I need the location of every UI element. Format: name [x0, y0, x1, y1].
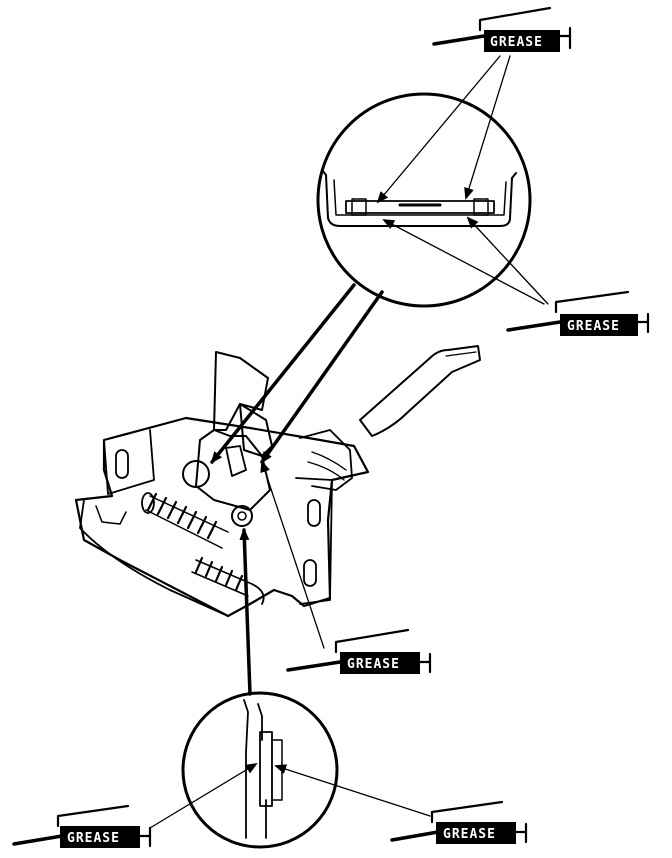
upper-spring	[146, 492, 218, 540]
bottom-detail-view	[181, 691, 339, 849]
pivot-rivet-left	[182, 460, 210, 488]
grease-label-5: GREASE	[443, 827, 496, 842]
right-mounting-slot-upper	[307, 499, 321, 527]
grease-gun-4: GREASE	[12, 804, 152, 848]
top-detail-plate	[345, 200, 495, 214]
left-mounting-slot	[115, 449, 129, 479]
grease-label-3: GREASE	[347, 657, 400, 672]
grease-gun-3: GREASE	[286, 628, 432, 674]
grease-gun-5: GREASE	[390, 800, 528, 844]
lower-spring	[194, 556, 244, 592]
grease-label-4: GREASE	[67, 831, 120, 846]
pivot-rivet-center	[231, 505, 253, 527]
grease-label-1: GREASE	[490, 35, 543, 50]
top-detail-inner-bracket	[333, 179, 507, 216]
latch-base-plate	[74, 416, 370, 618]
hood-latch-assembly	[74, 345, 481, 618]
bottom-detail-circle	[181, 691, 339, 849]
bottom-detail-pin	[259, 731, 273, 807]
grease-gun-1: GREASE	[432, 6, 572, 52]
top-detail-circle	[316, 92, 532, 308]
leader-lines	[210, 283, 384, 696]
top-detail-view	[316, 92, 532, 308]
grease-label-2: GREASE	[567, 319, 620, 334]
top-detail-bracket	[325, 174, 513, 227]
secondary-latch	[239, 403, 273, 457]
release-lever	[359, 345, 481, 437]
grease-gun-2: GREASE	[506, 290, 650, 336]
right-mounting-slot-lower	[303, 559, 317, 587]
